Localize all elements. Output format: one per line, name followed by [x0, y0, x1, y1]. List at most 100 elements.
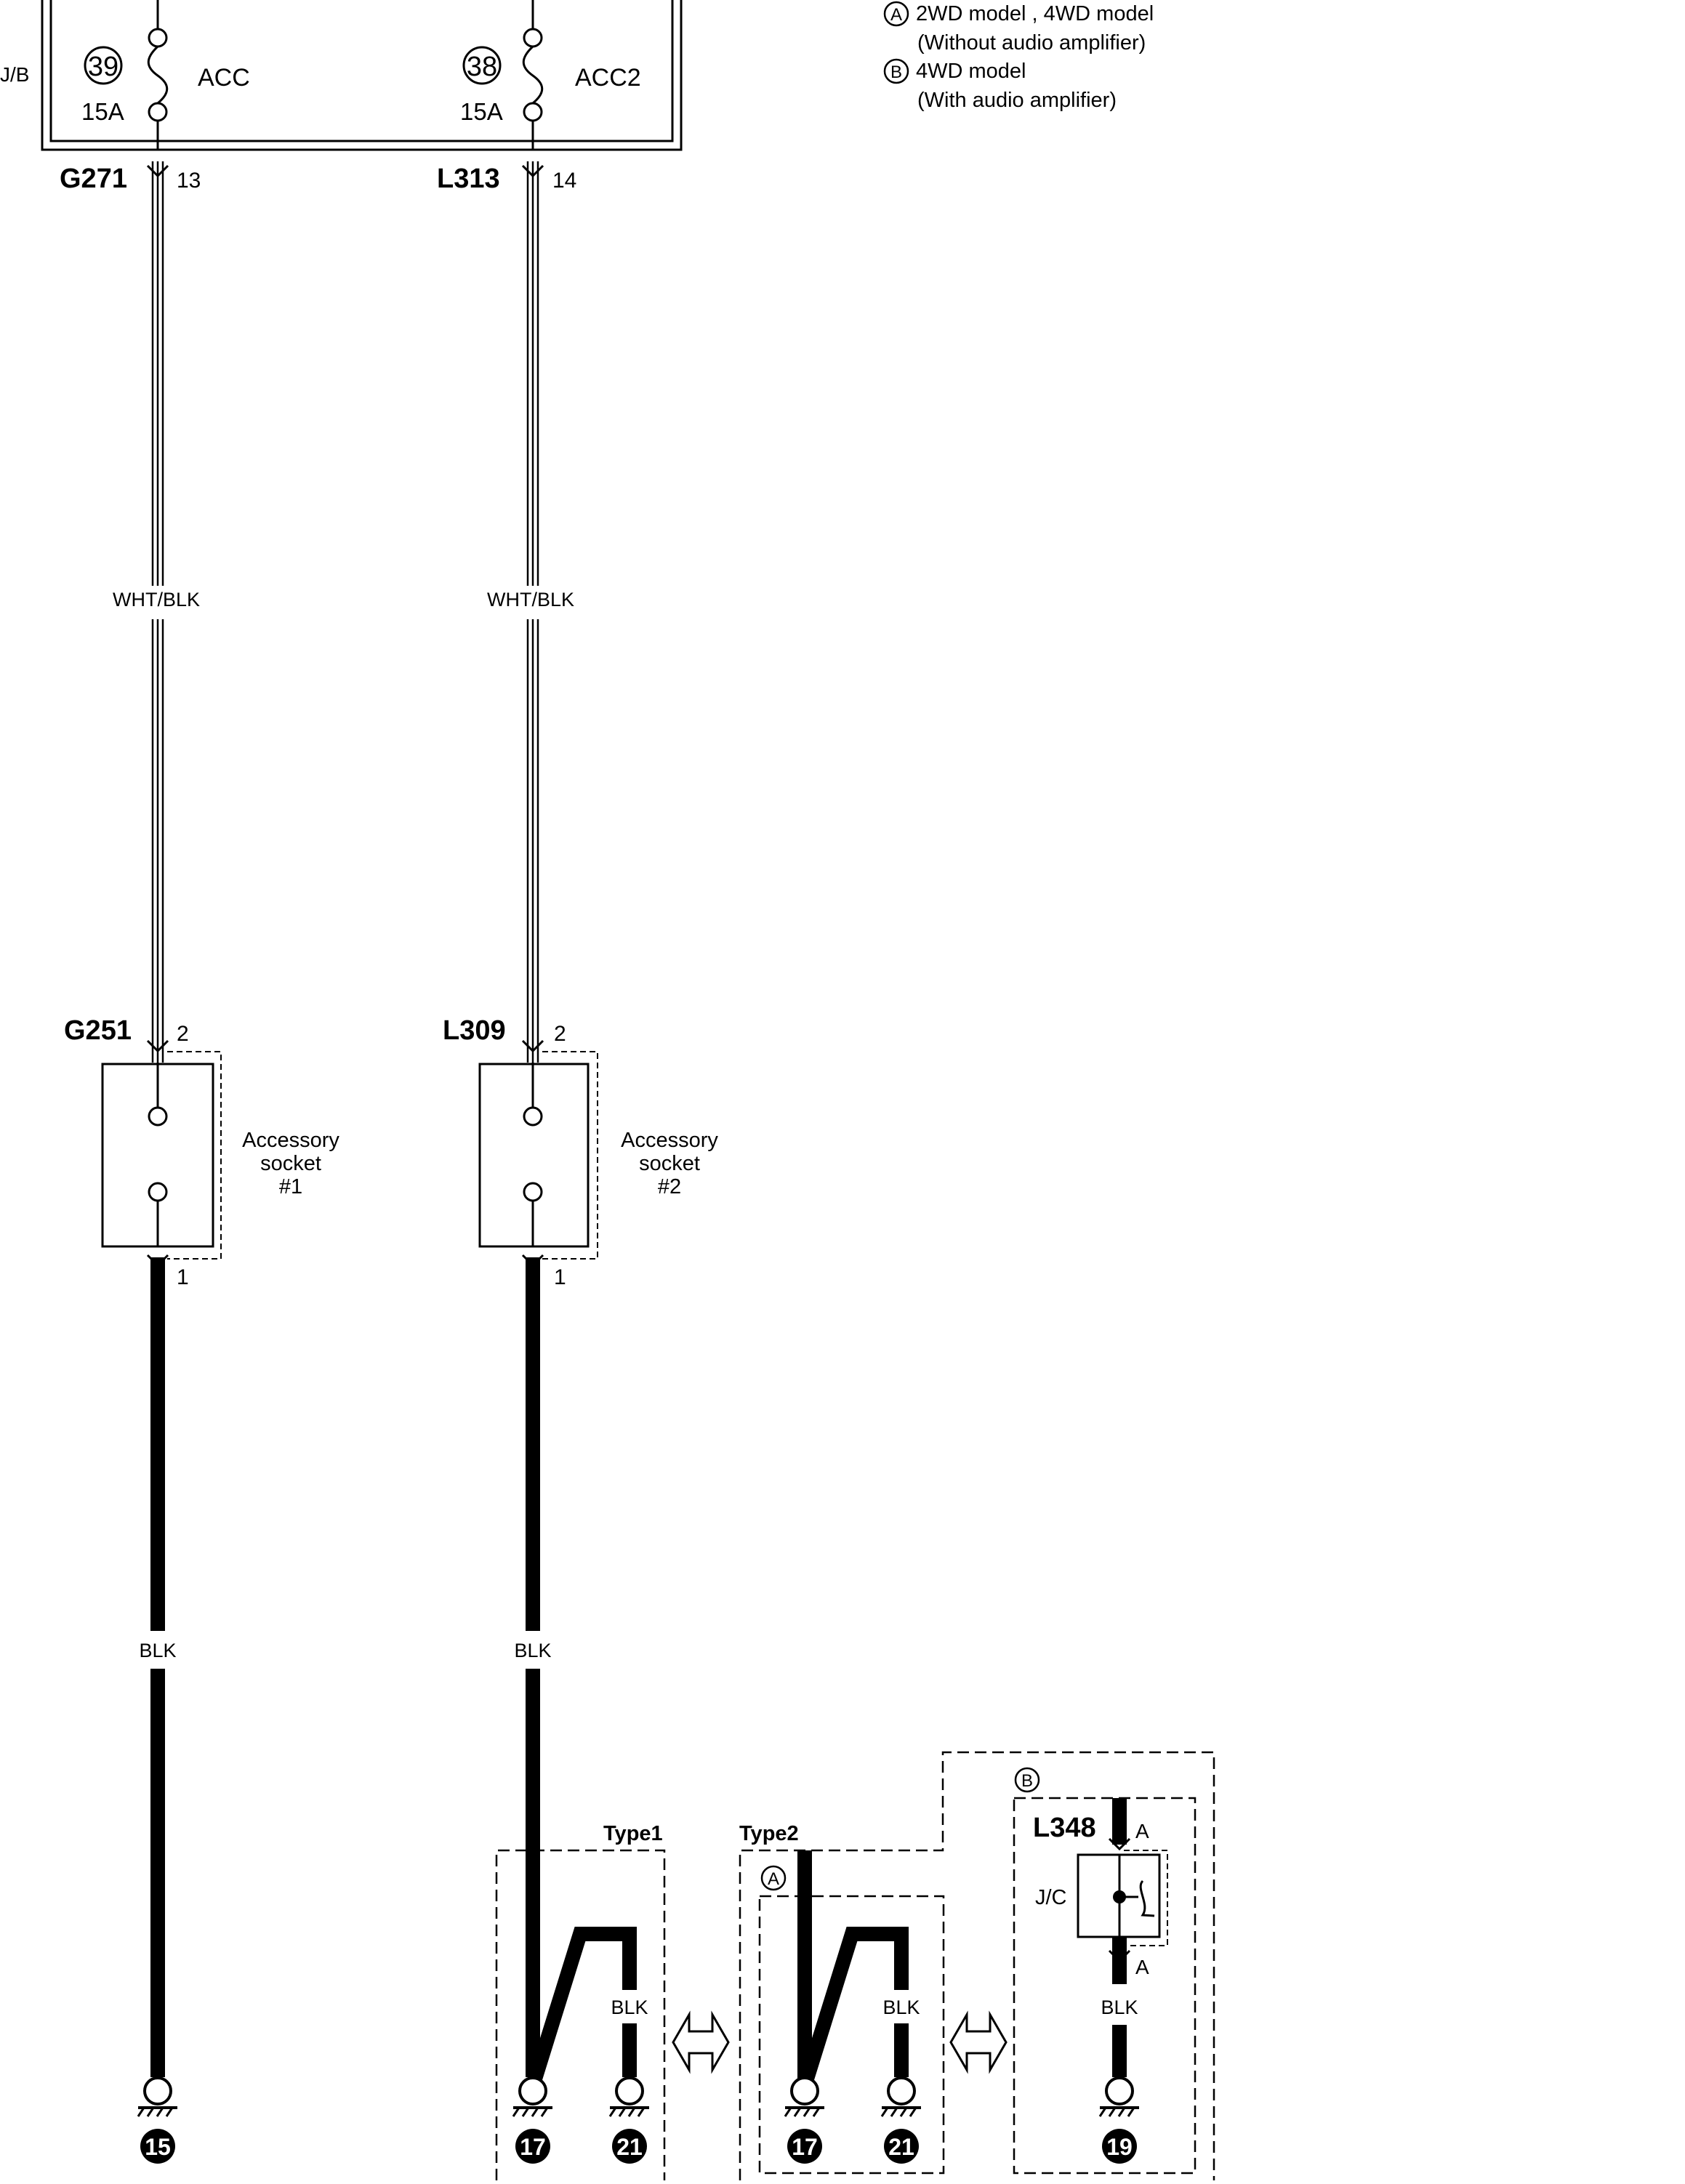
fuse-number: 38: [467, 52, 497, 82]
ground-number-badge: [612, 2129, 647, 2164]
type2-ground-option: Type2 A BLK 17 21: [736, 1751, 1215, 2180]
fuse-terminal-bottom: [148, 102, 168, 122]
connector-id: G251: [64, 1015, 132, 1046]
ground-number-badge: [515, 2129, 550, 2164]
wire-color-label: BLK: [139, 1640, 176, 1661]
type1-label: Type1: [603, 1822, 663, 1845]
option-b-marker: B: [1021, 1771, 1033, 1791]
socket-dashed-outline: [167, 1051, 222, 1260]
socket-label-line1: Accessory: [621, 1129, 718, 1152]
socket-label-line3: #2: [658, 1175, 681, 1198]
fuse-terminal-bottom: [523, 102, 543, 122]
double-arrow-icon: [672, 2010, 730, 2074]
fuse-terminal-top: [148, 28, 168, 48]
wire-color-label: BLK: [514, 1640, 551, 1661]
ground-number: 19: [1106, 2134, 1133, 2160]
ground-number: 17: [792, 2134, 818, 2160]
fuse-rating: 15A: [81, 98, 124, 125]
ground-number-badge: [787, 2129, 822, 2164]
connector-pin: 14: [552, 169, 576, 193]
wire-color-label: BLK: [611, 1996, 648, 2018]
socket-terminal: [523, 1106, 543, 1127]
fuse-number: 39: [88, 52, 118, 82]
ground-terminal: [615, 2076, 644, 2106]
option-b-circle: [1014, 1767, 1040, 1793]
connector-pin-bottom: A: [1135, 1956, 1149, 1978]
legend-a-line2: (Without audio amplifier): [917, 31, 1146, 55]
fuse-element-icon: [522, 45, 544, 105]
socket-label-line1: Accessory: [242, 1129, 339, 1152]
ground-terminal: [518, 2076, 547, 2106]
type1-ground-option: Type1 BLK 17 21: [495, 1817, 669, 2180]
jc-label: J/C: [1035, 1886, 1067, 1909]
socket-terminal: [523, 1182, 543, 1202]
connector-id: G271: [60, 164, 127, 194]
connector-g271: G271 13: [60, 164, 201, 194]
socket-label-line3: #1: [279, 1175, 302, 1198]
type1-dashed-box: [495, 1849, 666, 2180]
fuse-label: ACC2: [575, 64, 641, 92]
legend-a-line1: 2WD model , 4WD model: [916, 2, 1154, 25]
ground-terminal: [887, 2076, 916, 2106]
ground-terminal: [1105, 2076, 1134, 2106]
fuse-number-circle: [84, 46, 123, 85]
fuse-terminal-top: [523, 28, 543, 48]
fuse-element-icon: [147, 45, 169, 105]
fuse-rating: 15A: [460, 98, 503, 125]
jc-fuse-link-icon: [1139, 1879, 1155, 1917]
accessory-socket-2: L309 2 Accessory socket #2 1: [443, 1015, 718, 1289]
ground-terminal: [143, 2076, 172, 2106]
connector-pin-bottom: 1: [554, 1265, 566, 1289]
connector-pin-top: 2: [554, 1022, 566, 1046]
connector-pin-top: 2: [177, 1022, 189, 1046]
connector-id: L313: [437, 164, 500, 194]
option-b-jc: B L348 A J/C A BLK 19: [1013, 1767, 1197, 2175]
option-a-circle: [760, 1865, 787, 1891]
option-a-dashed-box: [758, 1895, 945, 2175]
accessory-socket-1: G251 2 Accessory socket #1 1: [64, 1015, 339, 1289]
ground-number: 15: [145, 2134, 171, 2160]
legend-a-circle: [883, 1, 909, 27]
fuse-number-circle: [462, 46, 502, 85]
socket-terminal: [148, 1106, 168, 1127]
option-b-dashed-box: [1013, 1797, 1197, 2175]
wire-color-label: WHT/BLK: [113, 589, 200, 611]
ground-number-badge: [1102, 2129, 1137, 2164]
connector-chevron-icon: [146, 1039, 169, 1053]
junction-box: J/B: [0, 0, 683, 151]
connector-l313: L313 14: [437, 164, 576, 194]
double-arrow-icon: [949, 2010, 1008, 2074]
ground-number: 21: [888, 2134, 914, 2160]
connector-id: L309: [443, 1015, 506, 1046]
fuse-39: 39 15A ACC: [81, 0, 250, 150]
fuse-label: ACC: [198, 64, 250, 92]
connector-chevron-icon: [521, 1039, 544, 1053]
wire-blk-1: BLK: [139, 1257, 177, 2077]
wire-color-label: BLK: [1101, 1996, 1138, 2018]
type2-label: Type2: [739, 1822, 799, 1845]
connector-chevron-icon: [1108, 1837, 1131, 1851]
connector-pin: 13: [177, 169, 201, 193]
wire-wht-blk-1: WHT/BLK: [113, 161, 200, 1063]
ground-number-badge: [140, 2129, 175, 2164]
legend-b-circle: [883, 58, 909, 84]
type2-dashed-box: [739, 1751, 1215, 2180]
connector-pin-top: A: [1135, 1820, 1149, 1842]
jb-label: J/B: [0, 63, 29, 86]
fuse-38: 38 15A ACC2: [460, 0, 641, 150]
wire-wht-blk-2: WHT/BLK: [487, 161, 574, 1063]
ground-number: 21: [616, 2134, 643, 2160]
socket-label-line2: socket: [639, 1152, 700, 1175]
socket-label-line2: socket: [260, 1152, 321, 1175]
legend: A 2WD model , 4WD model (Without audio a…: [883, 1, 1154, 112]
legend-a-marker: A: [890, 5, 902, 25]
ground-terminal: [790, 2076, 819, 2106]
ground-number: 17: [520, 2134, 546, 2160]
legend-b-marker: B: [890, 63, 902, 82]
legend-b-line2: (With audio amplifier): [917, 89, 1117, 112]
wire-color-label: WHT/BLK: [487, 589, 574, 611]
wire-blk-2: BLK: [514, 1257, 552, 2077]
ground-15: 15: [137, 2076, 177, 2164]
wire-color-label: BLK: [882, 1996, 920, 2018]
